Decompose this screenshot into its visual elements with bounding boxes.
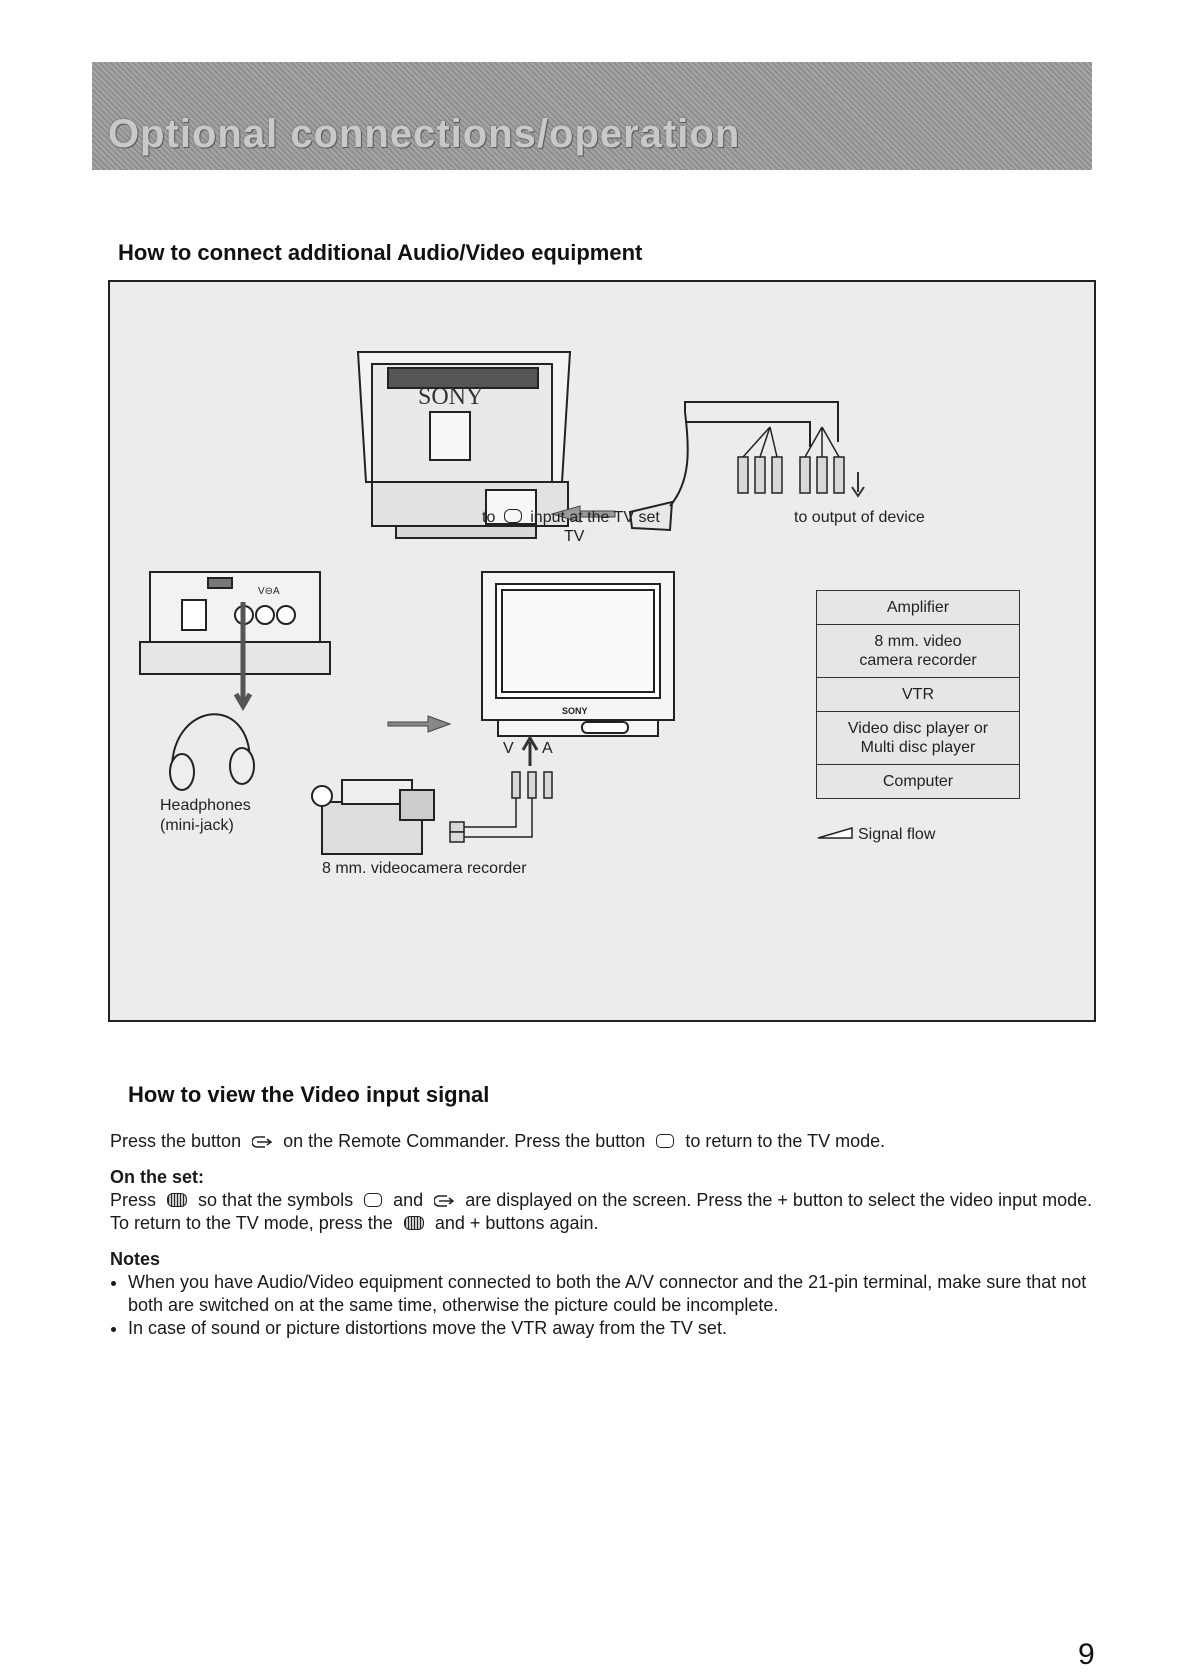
- page-title: Optional connections/operation: [108, 112, 741, 156]
- section-heading-connect: How to connect additional Audio/Video eq…: [118, 240, 643, 265]
- video-input-icon: [252, 1136, 273, 1148]
- tv-label: TV: [564, 528, 585, 545]
- on-set-instructions: Press so that the symbols and are displa…: [110, 1190, 1093, 1233]
- tv-front-brand: SONY: [562, 706, 588, 716]
- remote-instructions: Press the button on the Remote Commander…: [110, 1131, 886, 1151]
- on-set-heading: On the set:: [110, 1167, 205, 1187]
- page-number: 9: [1078, 1638, 1095, 1671]
- notes-heading: Notes: [110, 1249, 161, 1269]
- tv-front-view: [481, 571, 675, 737]
- input-arrow-up: [521, 735, 539, 766]
- camcorder-illustration: [311, 779, 435, 855]
- headphones-label: Headphones (mini-jack): [160, 797, 251, 834]
- front-panel-closeup: [139, 571, 331, 675]
- headphone-arrow: [233, 602, 253, 711]
- tv-video-button-icon: [403, 1216, 424, 1230]
- audio-a-label: A: [542, 740, 553, 757]
- rca-plugs-group-1: [737, 426, 783, 494]
- signal-arrow-scart: [550, 505, 616, 523]
- device-item-disc-player: Video disc player or Multi disc player: [817, 712, 1019, 765]
- camcorder-label: 8 mm. videocamera recorder: [322, 860, 527, 877]
- video-v-label: V: [503, 740, 514, 757]
- header-banner: Optional connections/operation: [92, 62, 1092, 170]
- connection-diagram: SONY: [108, 280, 1096, 1022]
- camcorder-arrow: [387, 715, 452, 733]
- device-list: Amplifier 8 mm. video camera recorder VT…: [816, 590, 1020, 799]
- note-item: When you have Audio/Video equipment conn…: [128, 1271, 1100, 1317]
- tv-rear-brand: SONY: [418, 384, 483, 410]
- scart-cable: [628, 401, 839, 532]
- output-device-label: to output of device: [794, 509, 925, 526]
- output-arrow: [851, 472, 865, 498]
- panel-connector-label: V⊖A: [258, 586, 280, 597]
- tv-input-label: to input at the TV set: [482, 509, 660, 526]
- rca-cables-bottom: [449, 771, 553, 843]
- device-item-camcorder: 8 mm. video camera recorder: [817, 625, 1019, 678]
- scart-input-icon: [503, 509, 522, 523]
- tv-mode-icon: [656, 1134, 675, 1148]
- notes-list: When you have Audio/Video equipment conn…: [110, 1271, 1100, 1340]
- tv-video-button-icon: [167, 1193, 188, 1207]
- rca-plugs-group-2: [799, 426, 845, 494]
- video-input-icon: [434, 1195, 455, 1207]
- tv-mode-icon: [364, 1193, 383, 1207]
- device-item-amplifier: Amplifier: [817, 591, 1019, 625]
- diagram-illustration: SONY: [139, 351, 865, 855]
- device-item-computer: Computer: [882, 773, 954, 790]
- note-item: In case of sound or picture distortions …: [128, 1317, 1100, 1340]
- signal-flow-label: Signal flow: [858, 826, 936, 843]
- section-heading-view: How to view the Video input signal: [128, 1082, 490, 1107]
- tv-rear-view: [356, 351, 572, 539]
- headphones-illustration: [169, 713, 255, 791]
- device-item-vtr: VTR: [817, 678, 1019, 712]
- signal-flow-arrow: [817, 826, 853, 839]
